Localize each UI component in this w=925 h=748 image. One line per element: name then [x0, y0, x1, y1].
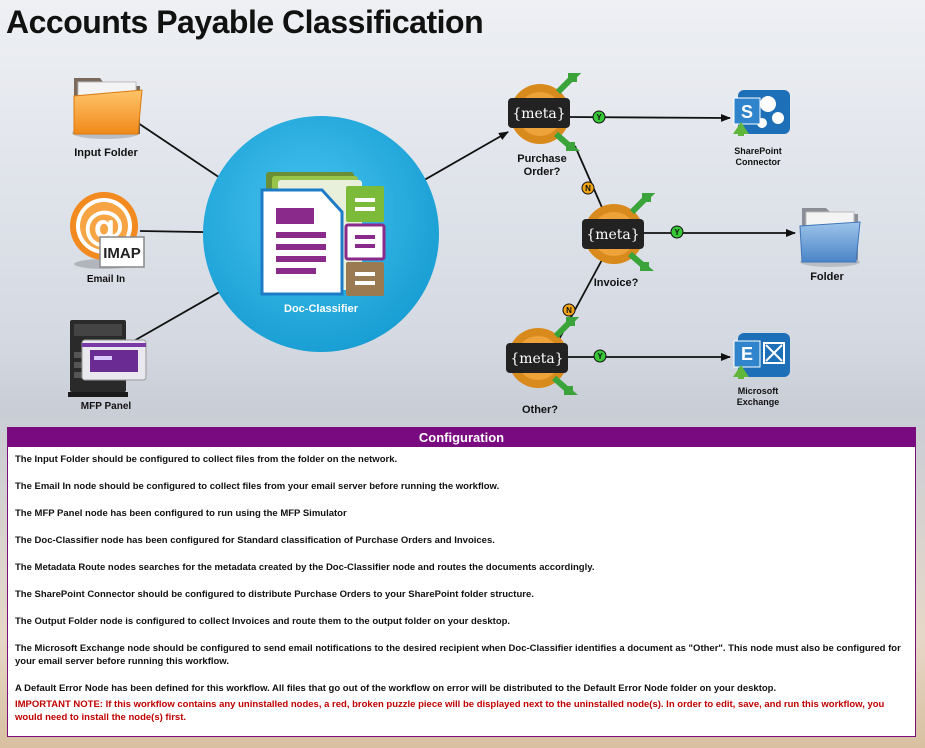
config-item: The Input Folder should be configured to…	[15, 454, 398, 465]
email-in-icon[interactable]: @ IMAP	[70, 192, 145, 269]
important-note: IMPORTANT NOTE: If this workflow contain…	[15, 699, 885, 723]
edge-po-to-sharepoint	[567, 113, 731, 122]
svg-text:Y: Y	[674, 228, 680, 237]
exchange-label: Microsoft Exchange	[736, 386, 780, 407]
svg-text:S: S	[741, 102, 753, 122]
config-item: The Email In node should be configured t…	[15, 481, 500, 492]
config-item: The Microsoft Exchange node should be co…	[15, 643, 901, 667]
input-folder-icon[interactable]	[72, 78, 143, 139]
svg-text:E: E	[741, 344, 753, 364]
page-title: Accounts Payable Classification	[6, 4, 484, 40]
svg-text:Y: Y	[597, 352, 603, 361]
output-folder-icon[interactable]	[799, 208, 861, 267]
config-item: The SharePoint Connector should be confi…	[15, 589, 534, 600]
doc-classifier-label: Doc-Classifier	[284, 303, 359, 315]
yes-badge: Y	[592, 110, 606, 124]
folder-label: Folder	[810, 271, 844, 283]
config-item: The Metadata Route nodes searches for th…	[15, 562, 595, 573]
other-label: Other?	[521, 404, 559, 416]
doc-classifier-node[interactable]: Doc-Classifier	[203, 116, 439, 352]
configuration-body: The Input Folder should be configured to…	[8, 447, 915, 724]
document-stack-icon	[260, 172, 386, 296]
config-item: The Doc-Classifier node has been configu…	[15, 535, 495, 546]
exchange-icon[interactable]: E	[733, 333, 790, 379]
svg-text:{meta}: {meta}	[510, 351, 563, 367]
svg-text:{meta}: {meta}	[512, 106, 565, 122]
input-folder-label: Input Folder	[74, 147, 138, 159]
sharepoint-label: SharePoint Connector	[734, 146, 782, 167]
mfp-panel-icon[interactable]	[68, 320, 147, 397]
configuration-panel: Configuration The Input Folder should be…	[7, 427, 916, 737]
imap-badge: IMAP	[103, 245, 141, 262]
invoice-label: Invoice?	[593, 277, 639, 289]
edge-po-to-invoice	[574, 145, 605, 213]
sharepoint-icon[interactable]: S	[733, 90, 790, 136]
yes-badge: Y	[593, 349, 607, 363]
config-item: The Output Folder node is configured to …	[15, 616, 511, 627]
config-item: The MFP Panel node has been configured t…	[15, 508, 347, 519]
email-in-label: Email In	[86, 274, 126, 285]
svg-text:N: N	[566, 306, 572, 315]
config-item: A Default Error Node has been defined fo…	[15, 683, 777, 694]
mfp-panel-label: MFP Panel	[80, 401, 132, 412]
no-badge: N	[581, 181, 595, 195]
other-route-icon[interactable]: {meta}	[506, 317, 580, 395]
edge-badges: Y N Y N Y	[562, 110, 684, 363]
invoice-route-icon[interactable]: {meta}	[582, 193, 656, 271]
purchase-order-label: Purchase Order?	[517, 153, 567, 178]
yes-badge: Y	[670, 225, 684, 239]
svg-text:{meta}: {meta}	[586, 227, 639, 243]
configuration-header: Configuration	[8, 428, 915, 447]
workflow-diagram: Y N Y N Y @ IMAP	[68, 73, 861, 397]
purchase-order-route-icon[interactable]: {meta}	[508, 73, 582, 151]
no-badge: N	[562, 303, 576, 317]
svg-text:Y: Y	[596, 113, 602, 122]
svg-text:N: N	[585, 184, 591, 193]
